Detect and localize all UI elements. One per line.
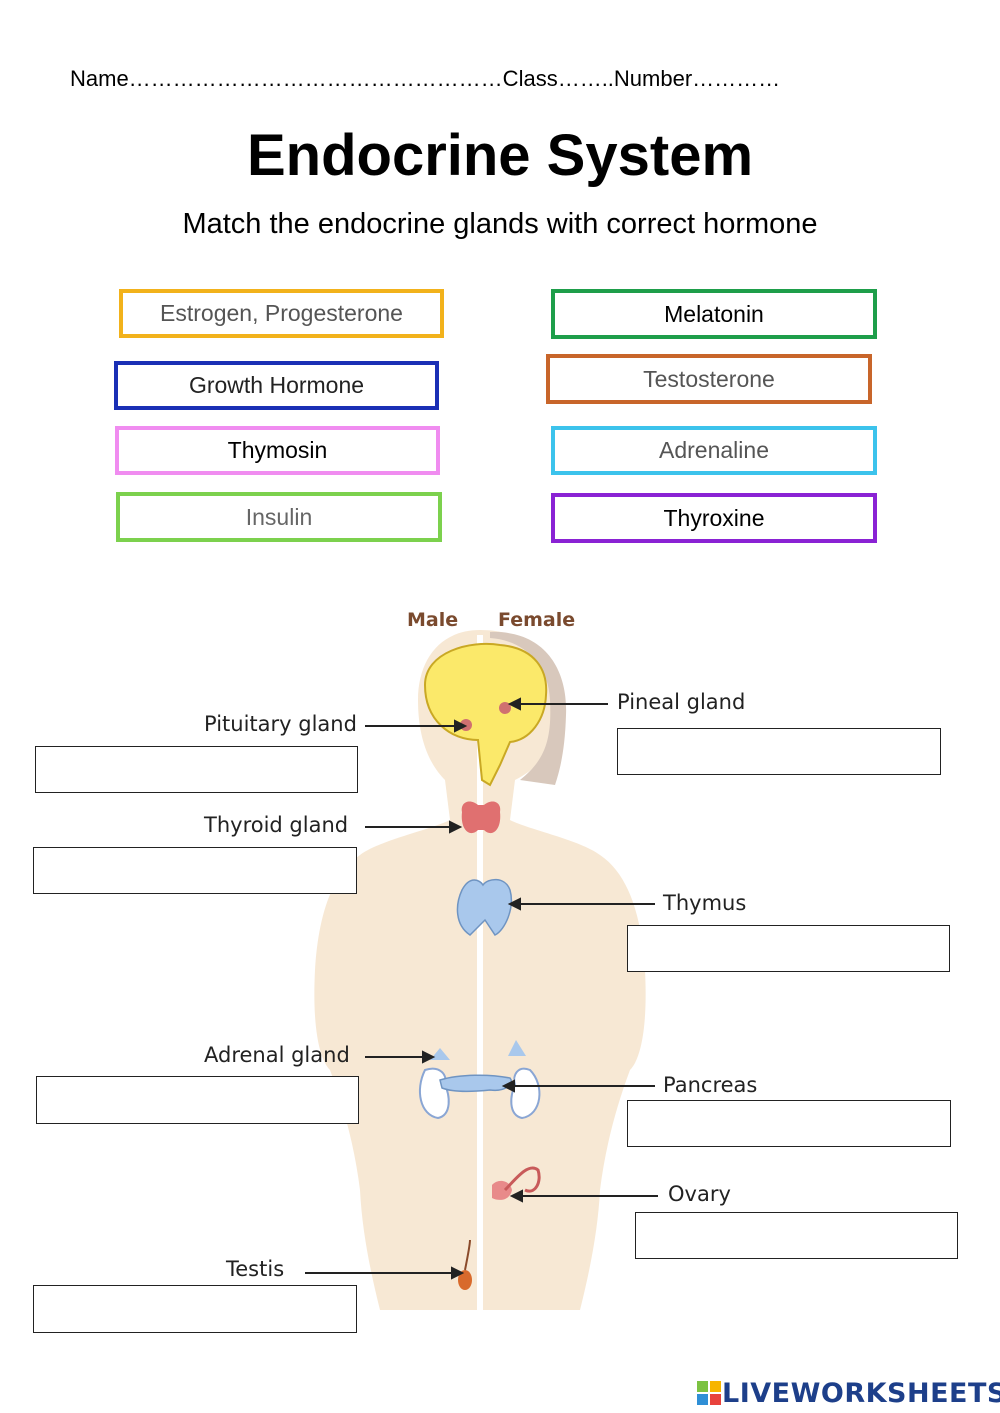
leader-lines: [305, 697, 658, 1280]
pineal-gland-label: Pineal gland: [617, 690, 746, 714]
hormone-growth-hormone[interactable]: Growth Hormone: [114, 361, 439, 410]
hormone-label: Growth Hormone: [188, 372, 365, 398]
testis-label: Testis: [226, 1257, 285, 1281]
answer-box-thymus[interactable]: [627, 925, 950, 972]
hormone-label: Testosterone: [643, 365, 775, 392]
female-hair: [490, 631, 567, 785]
hormone-melatonin[interactable]: Melatonin: [551, 289, 877, 339]
liveworksheets-logo: LIVEWORKSHEETS: [696, 1377, 1000, 1409]
ovary-shape: [492, 1180, 512, 1200]
answer-box-ovary[interactable]: [635, 1212, 958, 1259]
male-label: Male: [407, 609, 459, 631]
brain: [423, 642, 548, 787]
hormone-estrogen-progesterone[interactable]: Estrogen, Progesterone: [119, 289, 444, 338]
female-label: Female: [498, 609, 576, 631]
hormone-label: Thymosin: [227, 437, 328, 463]
hormone-insulin[interactable]: Insulin: [116, 492, 442, 542]
answer-box-pituitary[interactable]: [35, 746, 358, 793]
name-class-number-line: Name……………………………………………Class……..Number…………: [70, 66, 781, 91]
kidney-right: [510, 1067, 541, 1120]
uterine-tube: [503, 1166, 541, 1193]
answer-box-testis[interactable]: [33, 1285, 357, 1333]
endocrine-diagram: [305, 630, 658, 1315]
spermatic-cord: [464, 1239, 471, 1271]
logo-text: LIVEWORKSHEETS: [722, 1377, 1000, 1409]
answer-box-adrenal[interactable]: [36, 1076, 359, 1124]
hormone-label: Adrenaline: [659, 437, 769, 463]
pancreas-shape: [439, 1074, 512, 1093]
ovary-label: Ovary: [668, 1182, 731, 1206]
testis-shape: [458, 1270, 472, 1290]
thyroid-gland-label: Thyroid gland: [204, 813, 349, 837]
answer-box-pancreas[interactable]: [627, 1100, 951, 1147]
thymus-label: Thymus: [663, 891, 747, 915]
adrenal-gland-label: Adrenal gland: [204, 1043, 350, 1067]
answer-box-pineal[interactable]: [617, 728, 941, 775]
hormone-thyroxine[interactable]: Thyroxine: [551, 493, 877, 543]
hormone-label: Insulin: [245, 503, 313, 530]
hormone-thymosin[interactable]: Thymosin: [115, 426, 440, 475]
adrenal-shape-right: [508, 1040, 526, 1056]
page-title: Endocrine System: [246, 123, 754, 188]
liveworksheets-icon: [697, 1381, 721, 1405]
hormone-label: Estrogen, Progesterone: [160, 300, 403, 326]
hormone-testosterone[interactable]: Testosterone: [546, 354, 872, 404]
thyroid-gland-shape: [461, 801, 501, 834]
pancreas-label: Pancreas: [663, 1073, 758, 1097]
hormone-adrenaline[interactable]: Adrenaline: [551, 426, 877, 475]
thymus-shape: [456, 878, 512, 936]
pineal-gland-shape: [499, 702, 511, 714]
hormone-label: Thyroxine: [663, 504, 765, 531]
instructions: Match the endocrine glands with correct …: [182, 208, 818, 240]
center-divider: [477, 635, 483, 1315]
answer-box-thyroid[interactable]: [33, 847, 357, 894]
hormone-label: Melatonin: [664, 300, 764, 327]
pituitary-gland-label: Pituitary gland: [204, 712, 357, 736]
